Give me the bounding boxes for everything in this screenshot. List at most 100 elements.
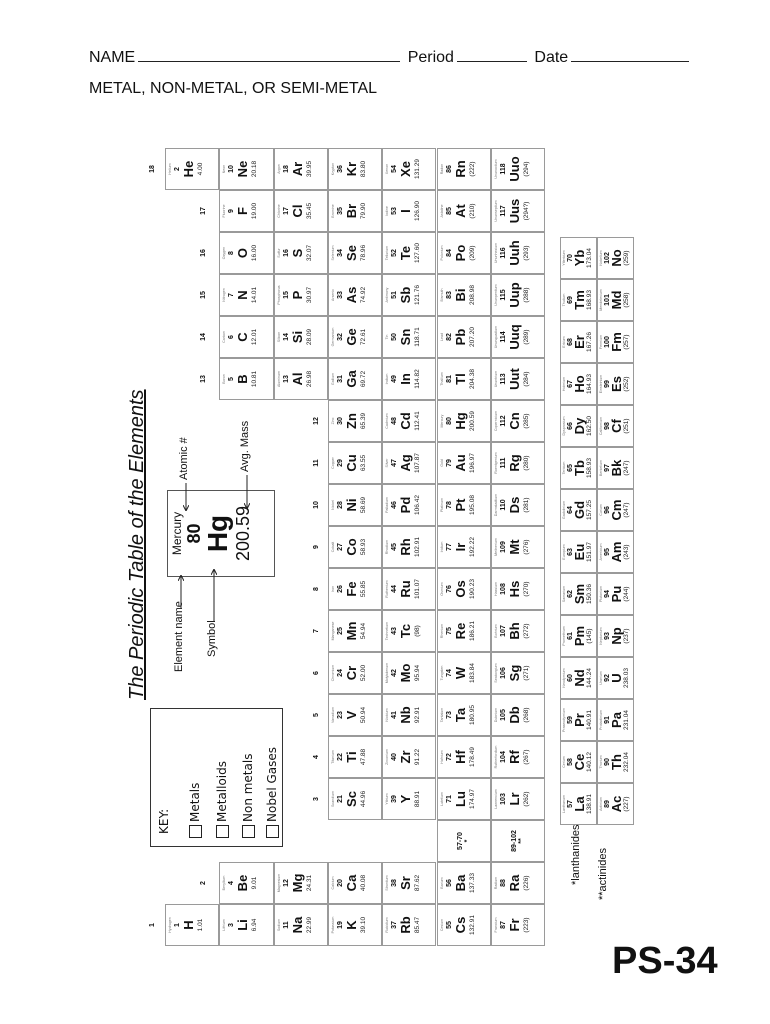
atomic-mass: 10.81 [251, 370, 259, 388]
element-symbol: Pt [452, 498, 468, 512]
element-symbol: Pb [452, 328, 468, 346]
element-symbol: N [235, 290, 251, 300]
group-number-label: 14 [200, 333, 207, 341]
f-block-placeholder: 89-102** [490, 820, 546, 862]
atomic-mass: 72.61 [359, 328, 367, 346]
element-symbol: Ni [343, 498, 359, 512]
atomic-mass: 40.08 [359, 874, 367, 892]
atomic-mass: 195.08 [468, 495, 476, 515]
element-symbol: Hs [506, 580, 522, 598]
atomic-mass: (145) [586, 628, 593, 644]
atomic-mass: 74.92 [359, 286, 367, 304]
atomic-mass: (209) [468, 245, 476, 261]
element-symbol: Ho [572, 375, 587, 393]
element-symbol: Pr [572, 713, 587, 727]
group-number-label: 6 [313, 671, 320, 675]
atomic-mass: 4.00 [197, 162, 204, 176]
element-symbol: Uuo [506, 156, 522, 182]
atomic-mass: (271) [522, 665, 530, 681]
element-symbol: H [181, 920, 196, 930]
atomic-mass: 192.22 [468, 537, 476, 557]
group-number-label: 1 [149, 923, 156, 927]
atomic-mass: 174.97 [468, 789, 476, 809]
element-symbol: At [452, 204, 468, 218]
element-symbol: Zn [343, 413, 359, 429]
element-symbol: In [398, 373, 414, 385]
element-symbol: Hf [452, 750, 468, 764]
atomic-mass: 118.71 [414, 327, 422, 347]
atomic-mass: 20.18 [251, 160, 259, 178]
element-symbol: Y [398, 794, 414, 804]
group-number-label: 9 [313, 545, 320, 549]
atomic-mass: 112.41 [414, 411, 422, 431]
atomic-mass: 126.90 [414, 201, 422, 221]
atomic-mass: (259) [623, 250, 630, 266]
atomic-mass: 127.60 [414, 243, 422, 263]
group-number-label: 10 [313, 501, 320, 509]
atomic-mass: (289) [522, 329, 530, 345]
element-symbol: Ga [343, 370, 359, 388]
element-symbol: S [289, 248, 305, 258]
atomic-mass: 39.95 [305, 160, 313, 178]
atomic-mass: 204.38 [468, 369, 476, 389]
element-symbol: Kr [343, 161, 359, 177]
element-symbol: Te [398, 245, 414, 261]
atomic-mass: (98) [414, 625, 422, 637]
actinides-label: **actinides [597, 848, 609, 900]
element-symbol: Md [609, 290, 624, 310]
atomic-mass: 6.94 [251, 918, 259, 932]
element-symbol: La [572, 796, 587, 812]
element-symbol: W [452, 666, 468, 680]
atomic-mass: (262) [522, 791, 530, 807]
atomic-mass: 32.07 [305, 244, 313, 262]
atomic-mass: (252) [623, 376, 630, 392]
atomic-mass: 44.96 [359, 790, 367, 808]
element-symbol: Re [452, 622, 468, 640]
atomic-mass: 140.12 [586, 752, 593, 772]
element-symbol: Dy [572, 417, 587, 435]
element-symbol: Pu [609, 585, 624, 603]
atomic-mass: 178.49 [468, 747, 476, 767]
element-symbol: Ce [572, 753, 587, 771]
period-blank [456, 47, 527, 62]
atomic-mass: (223) [522, 917, 530, 933]
atomic-mass: 14.01 [251, 286, 259, 304]
element-symbol: C [235, 332, 251, 342]
element-symbol: Rh [398, 538, 414, 556]
atomic-mass: 58.69 [359, 496, 367, 514]
atomic-mass: (227) [623, 796, 630, 812]
